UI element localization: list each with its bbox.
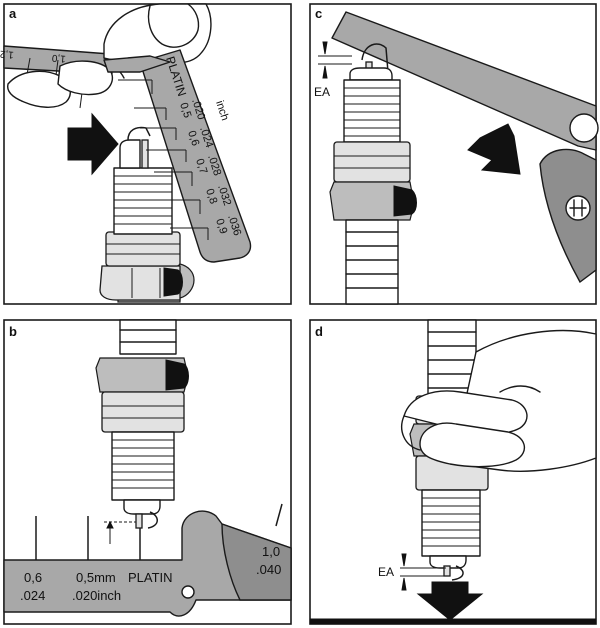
gauge-mm-mark: 0,5 bbox=[177, 101, 193, 119]
hand-d bbox=[401, 329, 597, 472]
gap-indicator-d: EA bbox=[378, 553, 446, 591]
panel-d-letter: d bbox=[315, 324, 323, 339]
spark-plug-c bbox=[329, 43, 417, 305]
flat-feeler-gauge: 0,6 .024 0,5mm .020inch PLATIN 1,0 .040 bbox=[3, 503, 292, 617]
panel-c: c EA bbox=[309, 3, 599, 305]
left-gauge-mark: 1,2 bbox=[0, 48, 14, 60]
gap-arrow-icon bbox=[322, 41, 328, 55]
gap-indicator-c: EA bbox=[314, 41, 352, 99]
gap-label-d: EA bbox=[378, 565, 394, 579]
gauge-brand-label: PLATIN bbox=[128, 570, 173, 585]
panel-a: a 1,2 1,0 bbox=[0, 3, 292, 305]
gap-arrow-icon bbox=[401, 577, 407, 591]
panel-c-letter: c bbox=[315, 6, 322, 21]
gauge-label-mm: 0,6 bbox=[24, 570, 42, 585]
bending-tool-handle bbox=[539, 113, 599, 284]
gauge-label-inch: .020inch bbox=[72, 588, 121, 603]
gauge-unit-label: inch bbox=[213, 99, 231, 122]
platin-feeler-gauge: PLATIN 0,5 .020 inch 0,6 .024 0,7 .028 0… bbox=[103, 49, 252, 263]
panel-b-letter: b bbox=[9, 324, 17, 339]
ground-surface bbox=[309, 618, 597, 625]
spark-plug-a bbox=[99, 126, 195, 303]
gap-label-c: EA bbox=[314, 85, 330, 99]
down-arrow-icon bbox=[467, 123, 521, 175]
spark-plug-b bbox=[95, 319, 189, 529]
gauge-mm-mark: 0,7 bbox=[193, 157, 209, 175]
panel-b: b bbox=[3, 319, 292, 625]
gauge-mm-mark: 0,9 bbox=[213, 217, 229, 235]
left-gauge-mark: 1,0 bbox=[51, 52, 66, 64]
panel-a-letter: a bbox=[9, 6, 17, 21]
gauge-label-mm: 1,0 bbox=[262, 544, 280, 559]
gauge-label-mm: 0,5mm bbox=[76, 570, 116, 585]
gauge-mm-mark: 0,6 bbox=[185, 129, 201, 147]
gap-arrow-icon bbox=[106, 520, 114, 529]
gap-arrow-icon bbox=[322, 65, 328, 79]
gauge-label-inch: .040 bbox=[256, 562, 281, 577]
gauge-label-inch: .024 bbox=[20, 588, 45, 603]
panel-d: d bbox=[309, 319, 597, 625]
push-arrow-icon bbox=[67, 112, 119, 176]
gauge-mm-mark: 0,8 bbox=[203, 187, 219, 205]
down-arrow-icon bbox=[416, 581, 484, 621]
gap-indicator-b bbox=[104, 520, 136, 544]
gap-arrow-icon bbox=[401, 553, 407, 567]
